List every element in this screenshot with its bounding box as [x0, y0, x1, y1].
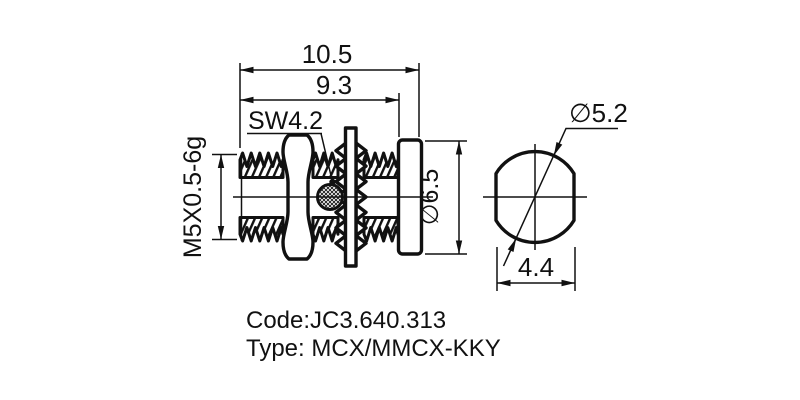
leader-line-diameter [502, 127, 618, 267]
leader-line [320, 133, 334, 183]
arrowhead [455, 240, 463, 254]
label-thread-spec-text: M5X0.5-6g [179, 136, 207, 258]
dim-overall-length-text: 10.5 [302, 39, 353, 69]
dim-body-length-text: 9.3 [316, 70, 352, 100]
arrowhead [240, 66, 254, 74]
leader-dot [329, 178, 336, 186]
thread-band [238, 216, 285, 243]
thread-band [311, 151, 340, 179]
arrowhead [217, 226, 225, 240]
arrowhead [561, 279, 575, 287]
side-view [233, 126, 433, 268]
notes: Code:JC3.640.313 Type: MCX/MMCX-KKY [246, 307, 501, 362]
note-code: Code:JC3.640.313 [246, 307, 446, 334]
note-type: Type: MCX/MMCX-KKY [246, 335, 501, 362]
end-view: ∅5.2 4.4 [483, 98, 628, 291]
dimensions-side-view: 10.5 9.3 SW4.2 M5X0.5-6g ∅6.5 [179, 39, 467, 258]
arrowhead [455, 141, 463, 155]
thread-band [362, 216, 400, 243]
arrowhead [497, 279, 511, 287]
arrowhead [405, 66, 419, 74]
arrowhead [217, 154, 225, 168]
arrowhead [553, 142, 563, 156]
dim-flange-diameter-text: ∅6.5 [416, 169, 444, 226]
dim-end-diameter-text: ∅5.2 [569, 98, 628, 128]
arrowhead [240, 96, 254, 104]
arrowhead [507, 238, 517, 252]
thread-band [238, 151, 285, 179]
dim-across-flats-text: 4.4 [518, 252, 554, 282]
thread-band [362, 151, 400, 179]
thread-band [311, 216, 340, 243]
label-wrench-size-text: SW4.2 [248, 107, 323, 135]
arrowhead [385, 96, 399, 104]
